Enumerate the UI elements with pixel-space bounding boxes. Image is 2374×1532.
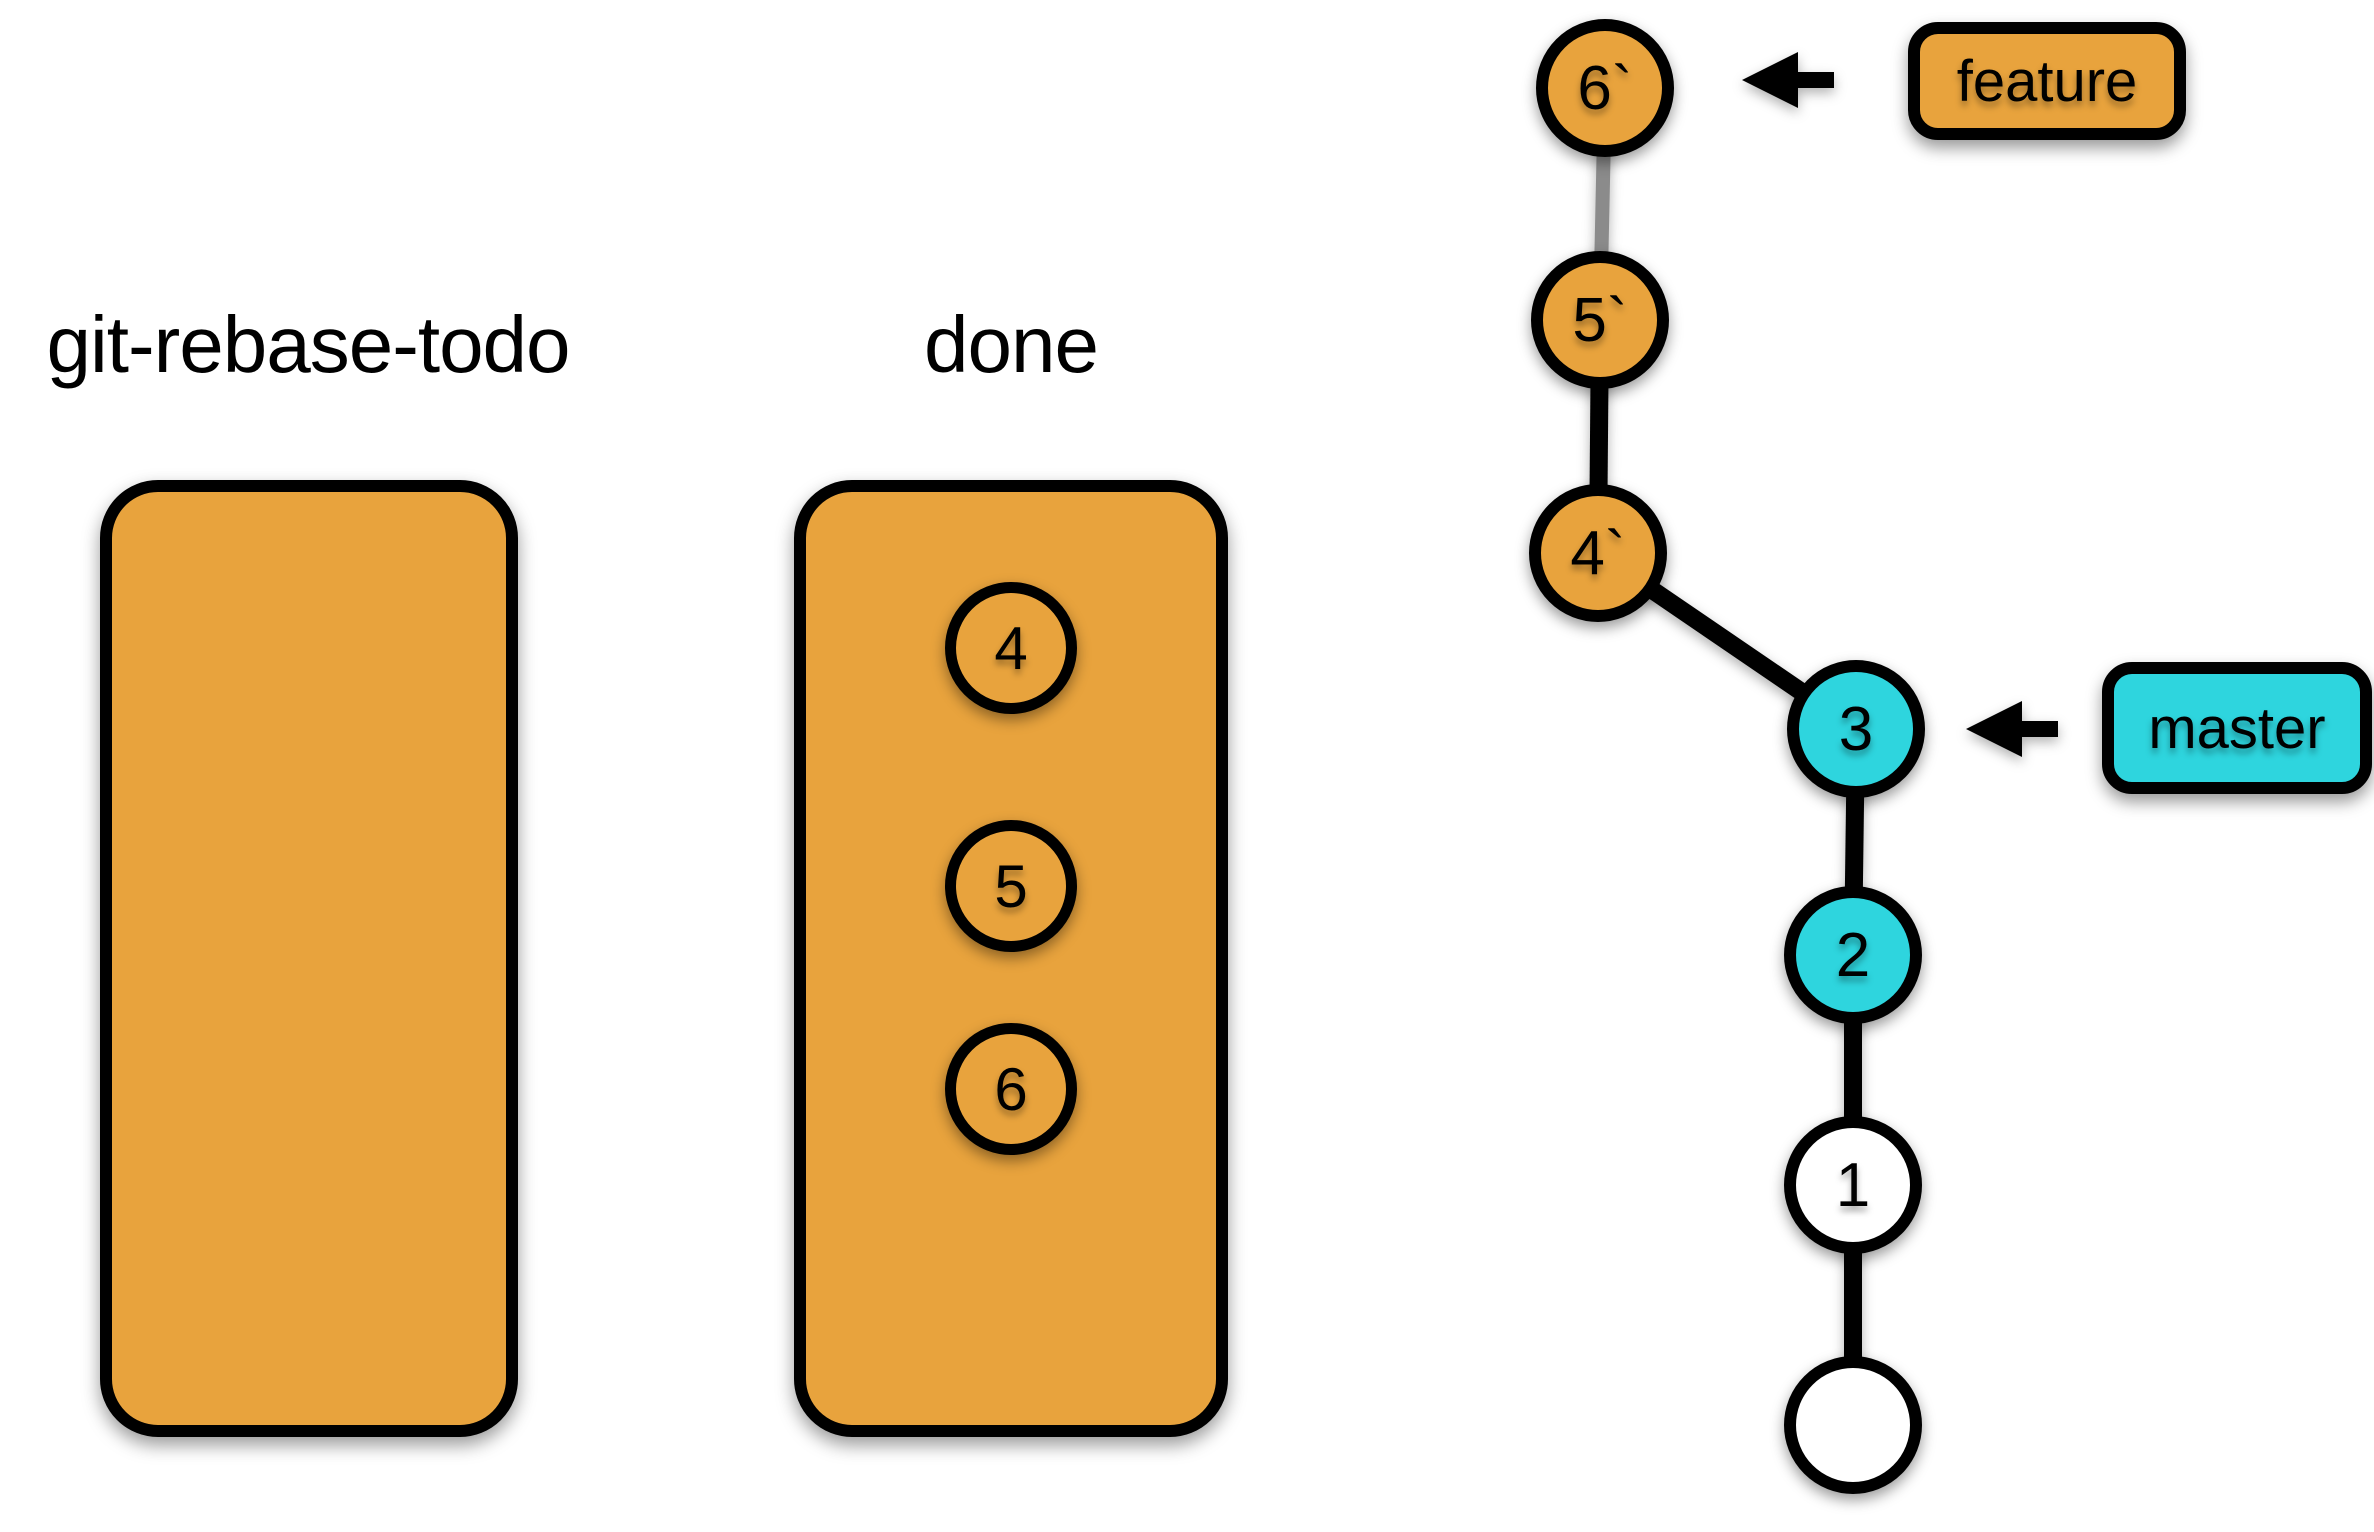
done-commit-4-label: 4 — [994, 614, 1028, 682]
commit-node-6-prime: 6` — [1536, 19, 1674, 157]
commit-node-4-prime-label: 4` — [1570, 518, 1626, 588]
master-branch-label: master — [2102, 662, 2372, 794]
done-commit-6: 6 — [945, 1023, 1077, 1155]
done-commit-4: 4 — [945, 582, 1077, 714]
commit-node-5-prime: 5` — [1531, 251, 1669, 389]
master-arrow-icon — [1966, 701, 2058, 757]
done-panel-title: done — [924, 300, 1099, 389]
commit-node-2-label: 2 — [1835, 920, 1871, 990]
todo-panel — [100, 480, 518, 1437]
commit-node-4-prime: 4` — [1529, 484, 1667, 622]
commit-node-3: 3 — [1787, 660, 1925, 798]
todo-panel-title: git-rebase-todo — [46, 300, 570, 389]
done-commit-5-label: 5 — [994, 852, 1028, 920]
commit-node-6-prime-label: 6` — [1577, 53, 1633, 123]
commit-node-1-label: 1 — [1835, 1150, 1871, 1220]
feature-branch-label: feature — [1908, 22, 2186, 140]
done-commit-6-label: 6 — [994, 1055, 1028, 1123]
commit-node-3-label: 3 — [1838, 694, 1874, 764]
commit-node-5-prime-label: 5` — [1572, 285, 1628, 355]
master-branch-text: master — [2148, 695, 2326, 761]
done-commit-5: 5 — [945, 820, 1077, 952]
commit-node-root — [1784, 1356, 1922, 1494]
commit-node-1: 1 — [1784, 1116, 1922, 1254]
commit-node-2: 2 — [1784, 886, 1922, 1024]
feature-branch-text: feature — [1956, 48, 2138, 114]
feature-arrow-icon — [1742, 52, 1834, 108]
